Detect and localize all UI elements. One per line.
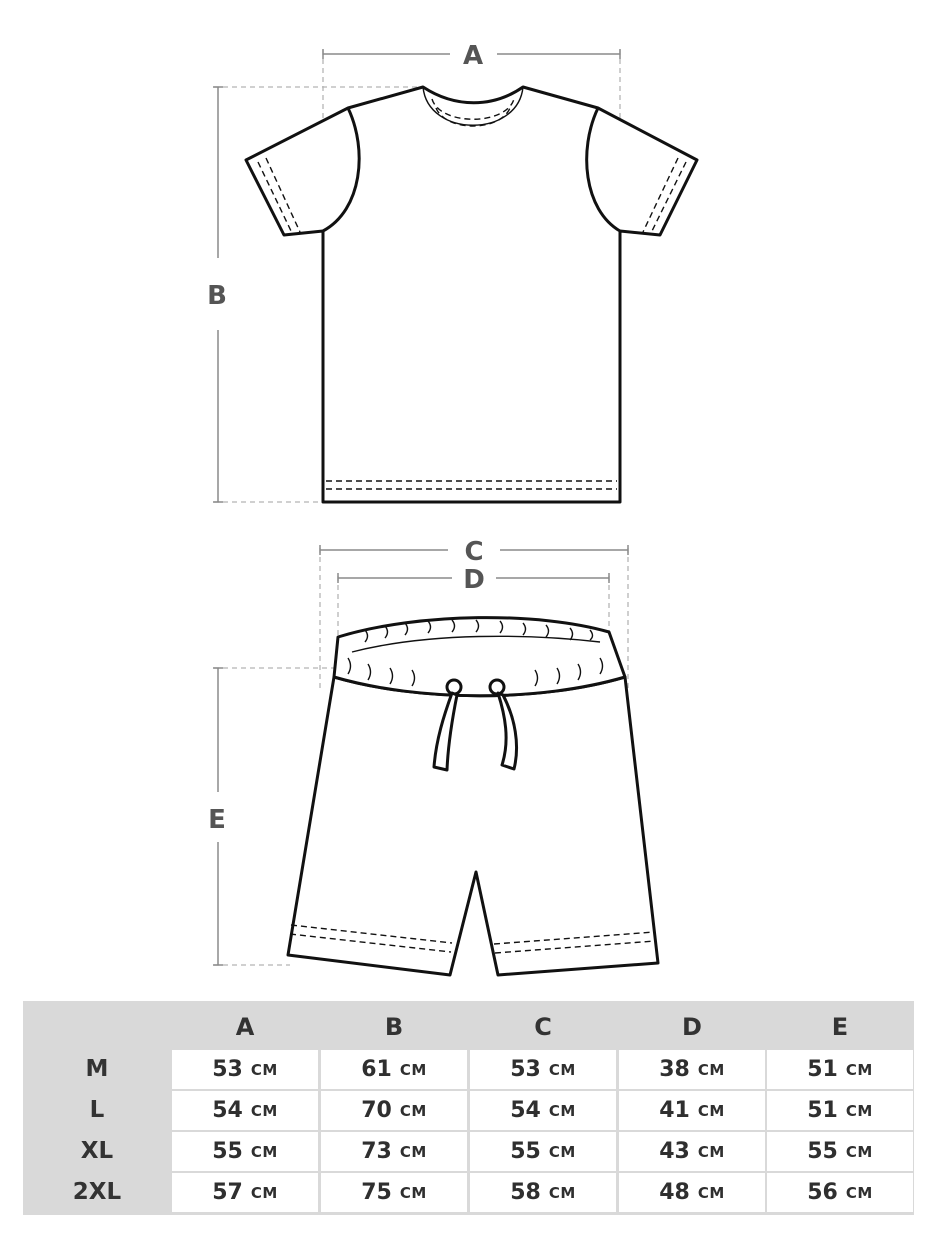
dimension-c-label: C [464, 537, 483, 567]
measurement-unit: CM [399, 1060, 427, 1079]
table-cell: 51 CM [767, 1091, 913, 1130]
dimension-e: E [208, 667, 226, 966]
measurement-unit: CM [697, 1183, 725, 1202]
table-cell: 55 CM [767, 1132, 913, 1171]
measurement-value: 43 [659, 1139, 690, 1164]
column-header-e: E [831, 1013, 849, 1041]
measurement-value: 58 [510, 1180, 541, 1205]
column-header-a: A [235, 1013, 255, 1041]
column-header-b: B [384, 1013, 404, 1041]
table-cell: 73 CM [321, 1132, 467, 1171]
size-label: XL [80, 1138, 114, 1164]
measurement-unit: CM [845, 1101, 873, 1120]
measurement-value: 53 [510, 1057, 541, 1082]
measurement-unit: CM [250, 1183, 278, 1202]
measurement-value: 56 [807, 1180, 838, 1205]
measurement-unit: CM [250, 1101, 278, 1120]
dimension-a: A [322, 41, 621, 71]
table-cell: 38 CM [619, 1050, 765, 1089]
measurement-value: 57 [212, 1180, 243, 1205]
table-cell: 48 CM [619, 1173, 765, 1212]
table-cell: 54 CM [172, 1091, 318, 1130]
measurement-unit: CM [250, 1060, 278, 1079]
measurement-unit: CM [548, 1101, 576, 1120]
table-cell: 55 CM [470, 1132, 616, 1171]
measurement-value: 55 [510, 1139, 541, 1164]
dimension-d: D [337, 565, 610, 595]
column-header-c: C [534, 1013, 552, 1041]
table-cell: 75 CM [321, 1173, 467, 1212]
measurement-unit: CM [845, 1060, 873, 1079]
size-label: 2XL [72, 1179, 122, 1205]
table-cell: 54 CM [470, 1091, 616, 1130]
table-cell: 58 CM [470, 1173, 616, 1212]
measurement-unit: CM [697, 1142, 725, 1161]
measurement-value: 55 [807, 1139, 838, 1164]
measurement-unit: CM [250, 1142, 278, 1161]
dimension-d-label: D [463, 565, 485, 595]
table-cell: 53 CM [470, 1050, 616, 1089]
table-cell: 56 CM [767, 1173, 913, 1212]
dimension-b-label: B [207, 281, 227, 311]
table-cell: 57 CM [172, 1173, 318, 1212]
measurement-unit: CM [548, 1183, 576, 1202]
measurement-value: 75 [361, 1180, 392, 1205]
measurement-unit: CM [548, 1060, 576, 1079]
measurement-value: 54 [510, 1098, 541, 1123]
dimension-a-label: A [463, 41, 483, 71]
measurement-value: 61 [361, 1057, 392, 1082]
dimension-b: B [207, 86, 227, 503]
measurement-value: 38 [659, 1057, 690, 1082]
measurement-value: 73 [361, 1139, 392, 1164]
dimension-e-label: E [208, 805, 226, 835]
column-header-d: D [682, 1013, 702, 1041]
table-cell: 51 CM [767, 1050, 913, 1089]
measurement-unit: CM [548, 1142, 576, 1161]
size-label: L [89, 1097, 105, 1123]
table-cell: 43 CM [619, 1132, 765, 1171]
dimension-c: C [319, 537, 629, 567]
measurement-value: 70 [361, 1098, 392, 1123]
size-label: M [85, 1056, 109, 1082]
table-cell: 41 CM [619, 1091, 765, 1130]
measurement-value: 55 [212, 1139, 243, 1164]
measurement-value: 51 [807, 1098, 838, 1123]
measurement-unit: CM [845, 1142, 873, 1161]
measurement-value: 51 [807, 1057, 838, 1082]
size-diagram: A B C [207, 41, 699, 977]
measurement-value: 54 [212, 1098, 243, 1123]
measurement-value: 48 [659, 1180, 690, 1205]
table-cell: 53 CM [172, 1050, 318, 1089]
measurement-unit: CM [399, 1183, 427, 1202]
shorts-illustration [286, 616, 660, 977]
table-cell: 55 CM [172, 1132, 318, 1171]
table-cell: 70 CM [321, 1091, 467, 1130]
measurement-unit: CM [399, 1142, 427, 1161]
table-cell: 61 CM [321, 1050, 467, 1089]
measurement-unit: CM [399, 1101, 427, 1120]
measurement-unit: CM [697, 1101, 725, 1120]
measurement-unit: CM [845, 1183, 873, 1202]
measurement-value: 41 [659, 1098, 690, 1123]
measurement-unit: CM [697, 1060, 725, 1079]
tshirt-illustration [244, 85, 699, 504]
measurement-value: 53 [212, 1057, 243, 1082]
